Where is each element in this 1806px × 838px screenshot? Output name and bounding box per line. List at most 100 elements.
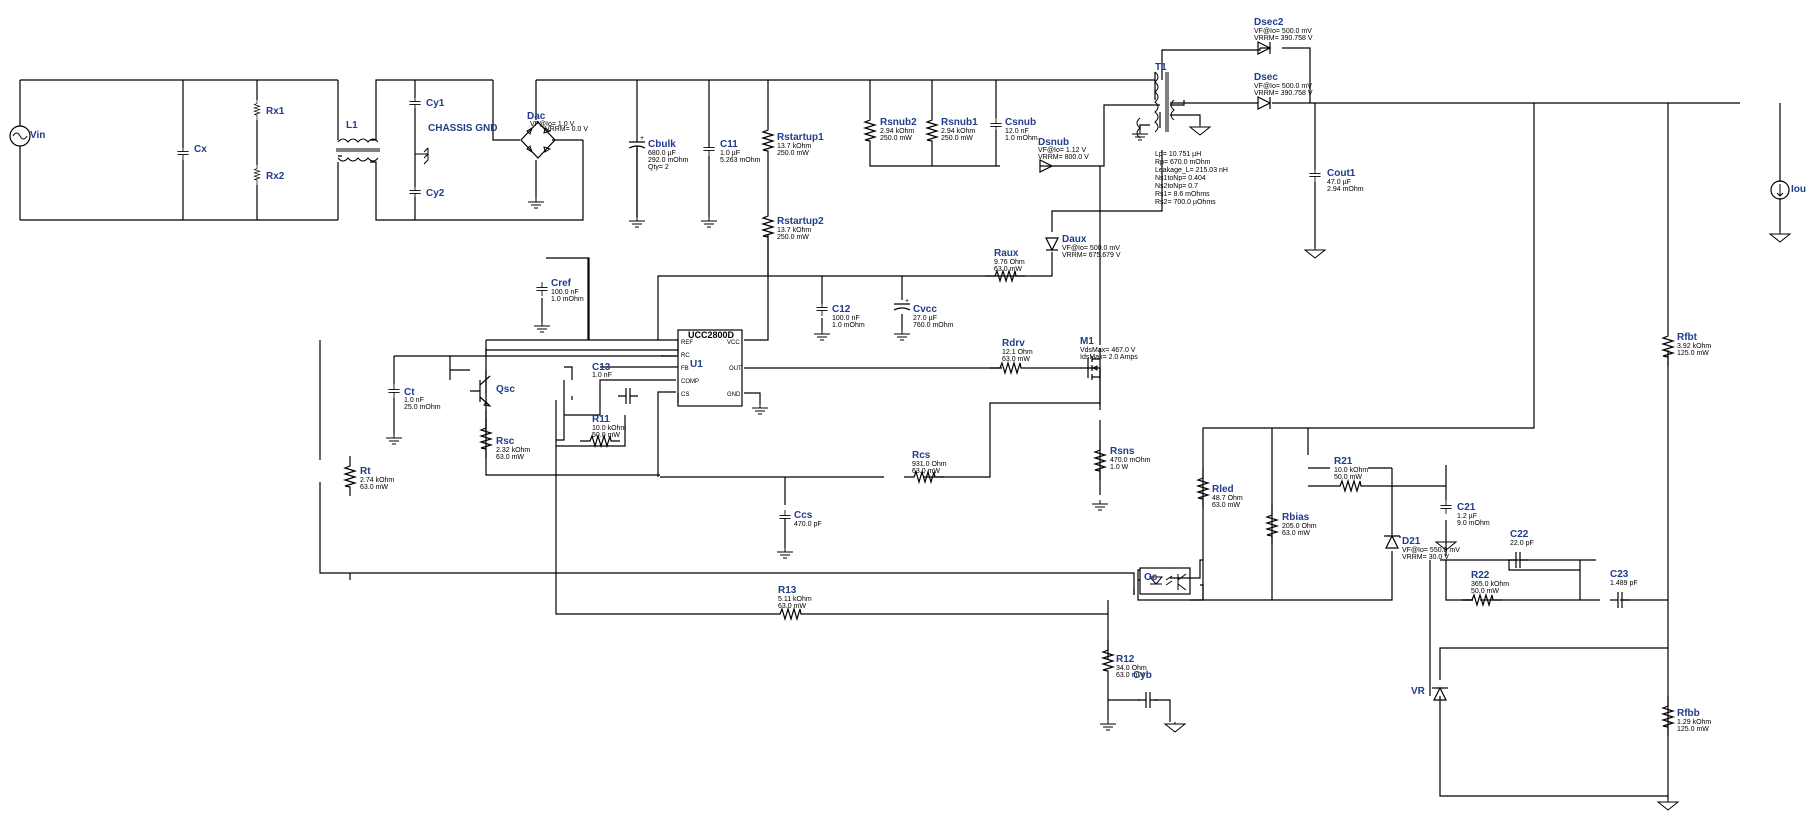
- t1-aux-ground: [1189, 124, 1211, 136]
- svg-text:Dac: Dac: [527, 111, 546, 122]
- t1-transformer: T1 Lp= 10.751 µH Rp= 670.0 mOhm Leakage_…: [1136, 62, 1228, 206]
- svg-text:Rstartup1: Rstartup1: [777, 132, 824, 143]
- svg-text:1.2 µF: 1.2 µF: [1457, 513, 1477, 520]
- svg-text:M1: M1: [1080, 336, 1094, 347]
- svg-text:Ns1toNp= 0.404: Ns1toNp= 0.404: [1155, 175, 1206, 182]
- svg-text:Rdrv: Rdrv: [1002, 338, 1025, 349]
- svg-text:Leakage_L= 215.03 nH: Leakage_L= 215.03 nH: [1155, 167, 1228, 174]
- svg-text:Cref: Cref: [551, 278, 572, 289]
- svg-text:250.0 mW: 250.0 mW: [880, 135, 912, 142]
- svg-text:CS: CS: [681, 392, 689, 398]
- cvcc-ground: [893, 329, 911, 341]
- svg-text:1.489 pF: 1.489 pF: [1610, 580, 1638, 587]
- svg-text:470.0 pF: 470.0 pF: [794, 521, 822, 528]
- rt-resistor: Rt 2.74 kOhm 63.0 mW: [344, 455, 394, 497]
- dsnub-diode: Dsnub VF@Io= 1.12 V VRRM= 800.0 V: [1038, 137, 1089, 173]
- svg-text:931.0 Ohm: 931.0 Ohm: [912, 461, 947, 468]
- r11-resistor: R11 10.0 kOhm 50.0 mW: [579, 414, 626, 447]
- svg-text:GND: GND: [727, 392, 741, 398]
- c11-ground: [700, 216, 718, 228]
- ct-ground: [385, 433, 403, 445]
- c22-capacitor: C22 22.0 pF: [1507, 529, 1534, 569]
- svg-text:VdsMax= 467.0 V: VdsMax= 467.0 V: [1080, 347, 1136, 354]
- svg-text:Qsc: Qsc: [496, 384, 515, 395]
- svg-text:1.0 mOhm: 1.0 mOhm: [832, 322, 865, 329]
- rbias-resistor: Rbias 205.0 Ohm 63.0 mW: [1266, 504, 1317, 546]
- svg-text:VCC: VCC: [727, 340, 740, 346]
- svg-text:50.0 mW: 50.0 mW: [1471, 588, 1499, 595]
- r12-resistor: R12 34.0 Ohm 63.0 mW: [1102, 639, 1147, 681]
- svg-text:R21: R21: [1334, 456, 1353, 467]
- rsns-ground: [1091, 499, 1109, 511]
- svg-text:OUT: OUT: [729, 366, 742, 372]
- svg-text:UCC2800D: UCC2800D: [688, 330, 735, 340]
- svg-text:COMP: COMP: [681, 379, 699, 385]
- svg-text:63.0 mW: 63.0 mW: [360, 484, 388, 491]
- svg-text:Rs2= 700.0 µOhms: Rs2= 700.0 µOhms: [1155, 199, 1216, 206]
- svg-text:VF@Io= 500.0 mV: VF@Io= 500.0 mV: [1254, 83, 1312, 90]
- svg-text:R11: R11: [592, 414, 610, 425]
- r22-resistor: R22 365.0 kOhm 50.0 mW: [1461, 570, 1509, 606]
- svg-text:VF@Io= 1.12 V: VF@Io= 1.12 V: [1038, 147, 1086, 154]
- svg-text:Rsns: Rsns: [1110, 446, 1135, 457]
- svg-text:VF@Io= 550.0 mV: VF@Io= 550.0 mV: [1402, 547, 1460, 554]
- cx-capacitor: [176, 145, 190, 161]
- svg-text:50.0 mW: 50.0 mW: [592, 432, 620, 439]
- svg-text:125.0 mW: 125.0 mW: [1677, 726, 1709, 733]
- svg-text:13.7 kOhm: 13.7 kOhm: [777, 143, 811, 150]
- svg-text:470.0 mOhm: 470.0 mOhm: [1110, 457, 1151, 464]
- svg-text:1.0 mOhm: 1.0 mOhm: [551, 296, 584, 303]
- cbulk-ground: [628, 216, 646, 228]
- svg-text:VF@Io= 1.0 V: VF@Io= 1.0 V: [530, 121, 575, 128]
- dsec-diode: Dsec VF@Io= 500.0 mV VRRM= 390.758 V: [1254, 72, 1313, 110]
- c23-capacitor: C23 1.489 pF: [1609, 569, 1638, 609]
- rfbb-ground: [1657, 799, 1679, 811]
- svg-text:Rp= 670.0 mOhm: Rp= 670.0 mOhm: [1155, 159, 1211, 166]
- svg-text:Csnub: Csnub: [1005, 117, 1036, 128]
- csnub-capacitor: Csnub 12.0 nF 1.0 mOhm: [989, 117, 1038, 142]
- svg-text:760.0 mOhm: 760.0 mOhm: [913, 322, 954, 329]
- iout-ground: [1769, 231, 1791, 243]
- rsns-resistor: Rsns 470.0 mOhm 1.0 W: [1094, 439, 1151, 481]
- cx-label: Cx: [194, 144, 207, 155]
- svg-text:VF@Io= 500.0 mV: VF@Io= 500.0 mV: [1062, 245, 1120, 252]
- svg-text:VRRM= 675.679 V: VRRM= 675.679 V: [1062, 252, 1121, 259]
- ccs-capacitor: Ccs 470.0 pF: [778, 509, 822, 528]
- svg-text:10.0 kOhm: 10.0 kOhm: [1334, 467, 1368, 474]
- svg-text:VRRM= 390.758 V: VRRM= 390.758 V: [1254, 90, 1313, 97]
- ct-capacitor: Ct 1.0 nF 25.0 mOhm: [387, 383, 441, 411]
- svg-text:50.0 mW: 50.0 mW: [1334, 474, 1362, 481]
- vr-shunt-regulator: VR: [1411, 686, 1448, 701]
- svg-text:250.0 mW: 250.0 mW: [777, 150, 809, 157]
- svg-text:12.1 Ohm: 12.1 Ohm: [1002, 349, 1033, 356]
- raux-resistor: Raux 9.76 Ohm 63.0 mW: [984, 248, 1026, 282]
- svg-text:VF@Io= 500.0 mV: VF@Io= 500.0 mV: [1254, 28, 1312, 35]
- rstartup1-resistor: Rstartup1 13.7 kOhm 250.0 mW: [762, 119, 824, 161]
- svg-text:27.0 µF: 27.0 µF: [913, 315, 937, 322]
- svg-text:1.29 kOhm: 1.29 kOhm: [1677, 719, 1711, 726]
- svg-text:9.76 Ohm: 9.76 Ohm: [994, 259, 1025, 266]
- svg-text:250.0 mW: 250.0 mW: [941, 135, 973, 142]
- svg-text:Rsc: Rsc: [496, 436, 515, 447]
- rsnub1-resistor: Rsnub1 2.94 kOhm 250.0 mW: [926, 109, 978, 151]
- c12-capacitor: C12 100.0 nF 1.0 mOhm: [815, 301, 865, 329]
- svg-text:2.74 kOhm: 2.74 kOhm: [360, 477, 394, 484]
- svg-text:63.0 mW: 63.0 mW: [1116, 672, 1144, 679]
- svg-text:1.0 W: 1.0 W: [1110, 464, 1129, 471]
- svg-text:Dsec: Dsec: [1254, 72, 1278, 83]
- svg-text:3.92 kOhm: 3.92 kOhm: [1677, 343, 1711, 350]
- l1-common-mode-choke: L1: [336, 120, 380, 162]
- cy1-capacitor: [408, 95, 422, 111]
- wiring: [19, 47, 1781, 800]
- svg-text:Rs1= 8.6 mOhms: Rs1= 8.6 mOhms: [1155, 191, 1210, 198]
- svg-text:2.94 kOhm: 2.94 kOhm: [880, 128, 914, 135]
- rx1-resistor: [253, 97, 261, 121]
- svg-text:205.0 Ohm: 205.0 Ohm: [1282, 523, 1317, 530]
- svg-text:C12: C12: [832, 304, 851, 315]
- svg-text:C22: C22: [1510, 529, 1529, 540]
- svg-text:Cbulk: Cbulk: [648, 139, 676, 150]
- cy2-capacitor: [408, 184, 422, 200]
- dac-ground: [527, 197, 545, 209]
- svg-text:Cyb: Cyb: [1133, 670, 1152, 681]
- svg-text:Raux: Raux: [994, 248, 1019, 259]
